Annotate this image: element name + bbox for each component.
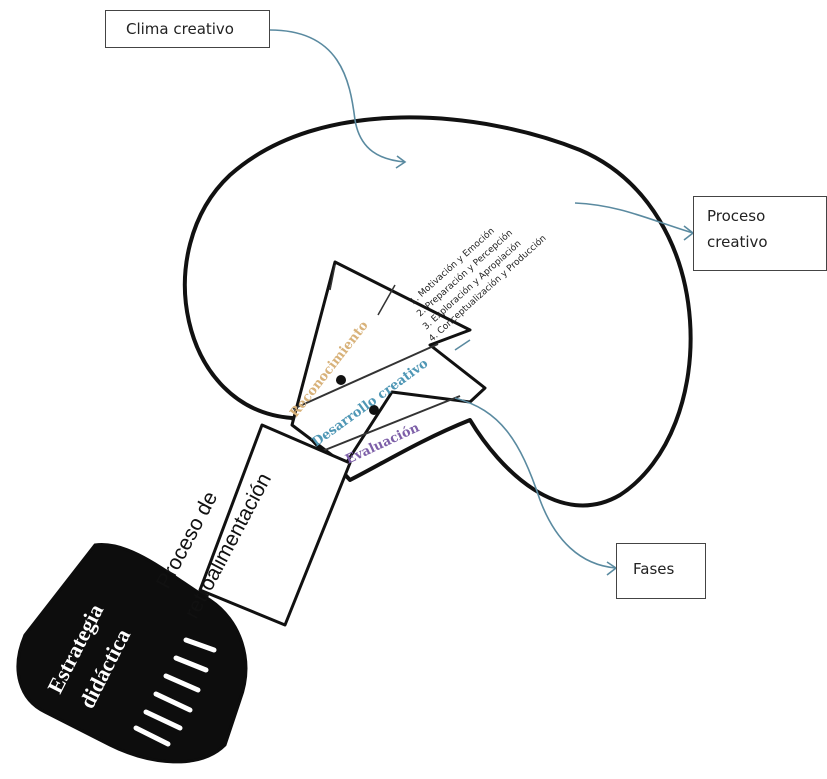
arrow-clima <box>270 30 405 162</box>
arrowhead-fases <box>607 562 616 575</box>
callout-proceso-creativo: Proceso creativo <box>693 196 827 271</box>
callout-clima-label: Clima creativo <box>126 20 234 38</box>
callout-proceso-line-2: creativo <box>707 229 826 255</box>
callout-fases: Fases <box>616 543 706 599</box>
neck-sleeve <box>200 425 350 625</box>
callout-fases-label: Fases <box>633 560 674 578</box>
process-steps: 1. Motivación y Emoción 2. Preparación y… <box>408 226 549 345</box>
callout-clima-creativo: Clima creativo <box>105 10 270 48</box>
callout-proceso-line-1: Proceso <box>707 203 826 229</box>
arrow-fases <box>455 398 616 568</box>
arrow-proceso <box>575 203 693 233</box>
filament-node-1 <box>336 375 346 385</box>
arrow-small <box>455 340 470 350</box>
